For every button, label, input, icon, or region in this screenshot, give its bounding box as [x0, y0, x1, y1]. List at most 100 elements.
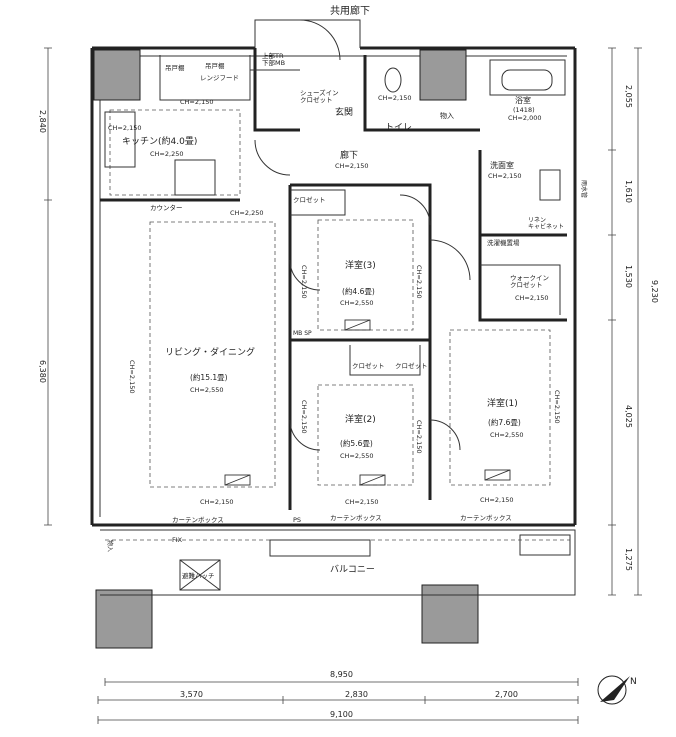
room3-ch-left: CH=2,150 — [300, 265, 308, 298]
curtain-box-label: カーテンボックス — [172, 516, 224, 524]
pipe-space-label: 雨水管 — [580, 180, 588, 198]
storage-b-label: 物入 — [106, 540, 114, 552]
room2-size: (約5.6畳) — [340, 438, 373, 448]
ps-label: PS — [293, 516, 301, 524]
toilet-label: トイレ — [385, 123, 412, 133]
hall-name: 廊下 — [340, 149, 358, 161]
dim-right-1: 2,055 — [624, 85, 633, 108]
room3-name: 洋室(3) — [345, 259, 376, 271]
doors — [254, 19, 471, 451]
room3-ceiling-zone — [317, 219, 414, 331]
room-labels: 吊戸棚 吊戸棚 レンジフード CH=2,150 キッチン(約4.0畳) CH=2… — [108, 51, 564, 580]
room2-ch-right: CH=2,150 — [415, 420, 423, 453]
dim-right-2: 1,610 — [624, 180, 633, 203]
room2-closet2-label: クロゼット — [395, 361, 428, 370]
column-bottom-left — [95, 589, 153, 649]
toilet-bowl — [384, 67, 402, 93]
room2-name: 洋室(2) — [345, 413, 376, 425]
room2-ch-b: CH=2,150 — [345, 498, 378, 506]
compass-icon: N — [597, 675, 637, 705]
dim-bottom-top: 8,950 — [330, 670, 353, 679]
linen-label: リネンキャビネット — [528, 217, 564, 231]
right-dimensions: 2,055 1,610 1,530 4,025 1,275 9,230 — [608, 47, 659, 596]
room2-closet-label: クロゼット — [352, 361, 385, 370]
balcony-area — [100, 529, 576, 596]
room2-ch-left: CH=2,150 — [300, 400, 308, 433]
entrance-label: 玄関 — [335, 106, 353, 118]
dim-bottom-part-3: 2,700 — [495, 690, 518, 699]
room2-ceiling-zone — [317, 384, 414, 486]
hall-ch: CH=2,150 — [335, 162, 368, 170]
curtain-box2-label: カーテンボックス — [330, 514, 382, 522]
room2-ch: CH=2,550 — [340, 452, 373, 460]
washroom-ch: CH=2,150 — [488, 172, 521, 180]
dim-left-2: 6,380 — [38, 360, 47, 383]
vertical-labels: CH=2,150 CH=2,150 CH=2,150 CH=2,150 CH=2… — [106, 180, 588, 552]
room1-ch-right: CH=2,150 — [553, 390, 561, 423]
bath-name: 浴室 — [515, 95, 531, 105]
room3-size: (約4.6畳) — [342, 286, 375, 296]
living-ch-top: CH=2,250 — [230, 209, 263, 217]
kitchen-shelf-label: 吊戸棚 — [165, 63, 185, 72]
balcony-label: バルコニー — [330, 564, 375, 575]
floor-heat-markers — [224, 319, 511, 486]
dim-bottom-part-2: 2,830 — [345, 690, 368, 699]
toilet-ch: CH=2,150 — [378, 94, 411, 102]
living-ceiling-zone — [149, 221, 276, 488]
living-name: リビング・ダイニング — [165, 346, 255, 358]
bath-ch: CH=2,000 — [508, 114, 541, 122]
shoes-closet-label: シューズインクロゼット — [300, 88, 339, 104]
dim-bottom-total: 9,100 — [330, 710, 353, 719]
dim-bottom-part-1: 3,570 — [180, 690, 203, 699]
room3-closet-label: クロゼット — [293, 195, 326, 204]
walkin-ch: CH=2,150 — [515, 294, 548, 302]
room1-ch-b: CH=2,150 — [480, 496, 513, 504]
bathtub — [501, 69, 553, 91]
kitchen-sink — [104, 111, 136, 168]
living-ch: CH=2,550 — [190, 386, 223, 394]
column-top-mid — [419, 49, 467, 101]
column-top-left — [93, 49, 141, 101]
dim-right-3: 1,530 — [624, 265, 633, 288]
storage-label: 物入 — [440, 111, 454, 120]
kitchen-ch2-label: CH=2,150 — [180, 98, 213, 106]
counter-label: カウンター — [150, 203, 183, 212]
room1-ch: CH=2,550 — [490, 431, 523, 439]
curtain-box3-label: カーテンボックス — [460, 514, 512, 522]
mbsp-label: MB SP — [293, 330, 312, 337]
washroom-name: 洗面室 — [490, 160, 514, 170]
room1-name: 洋室(1) — [487, 397, 518, 409]
room3-ch-right: CH=2,150 — [415, 265, 423, 298]
column-bottom-right — [421, 584, 479, 644]
corridor-label: 共用廊下 — [330, 4, 370, 17]
compass-label: N — [630, 677, 637, 687]
bottom-dimensions: 8,950 3,570 2,830 2,700 9,100 — [97, 670, 579, 724]
left-dimensions: 2,840 6,380 — [38, 47, 52, 526]
living-ch-bottom: CH=2,150 — [200, 498, 233, 506]
kitchen-shelf2-label: 吊戸棚 — [205, 61, 225, 70]
wash-basin — [539, 169, 561, 201]
kitchen-name: キッチン(約4.0畳) — [122, 135, 197, 147]
room1-size: (約7.6畳) — [488, 417, 521, 427]
fix-label: FIX — [172, 536, 183, 544]
dim-right-total: 9,230 — [650, 280, 659, 303]
bath-sub: (1418) — [513, 106, 535, 114]
dim-left-1: 2,840 — [38, 110, 47, 133]
emergency-label: 避難ハッチ — [182, 571, 215, 580]
walkin-name: ウォークインクロゼット — [510, 274, 549, 289]
dim-right-5: 1,275 — [624, 548, 633, 571]
kitchen-ch-left: CH=2,150 — [108, 124, 141, 132]
room3-ch: CH=2,550 — [340, 299, 373, 307]
kitchen-hood-label: レンジフード — [200, 74, 239, 82]
living-size: (約15.1畳) — [190, 372, 228, 382]
interior-walls — [100, 48, 575, 527]
living-ch-side: CH=2,150 — [128, 360, 136, 393]
kitchen-stove — [174, 159, 216, 196]
dim-right-4: 4,025 — [624, 405, 633, 428]
kitchen-ch: CH=2,250 — [150, 150, 183, 158]
room1-ceiling-zone — [449, 329, 551, 486]
laundry-label: 洗濯機置場 — [487, 238, 520, 247]
outer-walls — [90, 19, 577, 527]
